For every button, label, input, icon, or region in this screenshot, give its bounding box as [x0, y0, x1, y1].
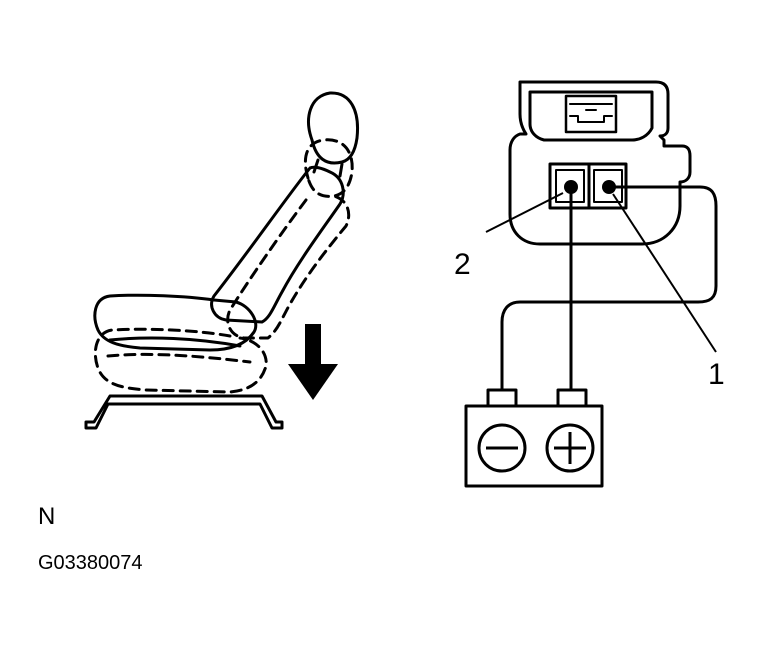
- connector-latch: [564, 94, 618, 134]
- terminal-2-label: 2: [454, 248, 471, 281]
- down-arrow-icon: [288, 324, 338, 400]
- view-letter: N: [38, 503, 56, 530]
- terminal-1-label: 1: [708, 358, 725, 391]
- figure-code: G03380074: [38, 552, 143, 574]
- battery-negative-post: [486, 388, 518, 408]
- leader-lines: [485, 192, 717, 353]
- plus-terminal-icon: [545, 423, 595, 473]
- seat-solid-outline: [84, 91, 360, 430]
- seat-illustration: [84, 91, 360, 430]
- connector-housing: [508, 80, 692, 246]
- connector-illustration: [508, 80, 692, 246]
- seat-dashed-outline: [93, 138, 354, 394]
- battery-body: [464, 404, 604, 488]
- battery-positive-post: [556, 388, 588, 408]
- minus-terminal-icon: [477, 423, 527, 473]
- battery: [464, 388, 604, 488]
- negative-wire: [500, 185, 718, 392]
- wiring: [500, 185, 718, 392]
